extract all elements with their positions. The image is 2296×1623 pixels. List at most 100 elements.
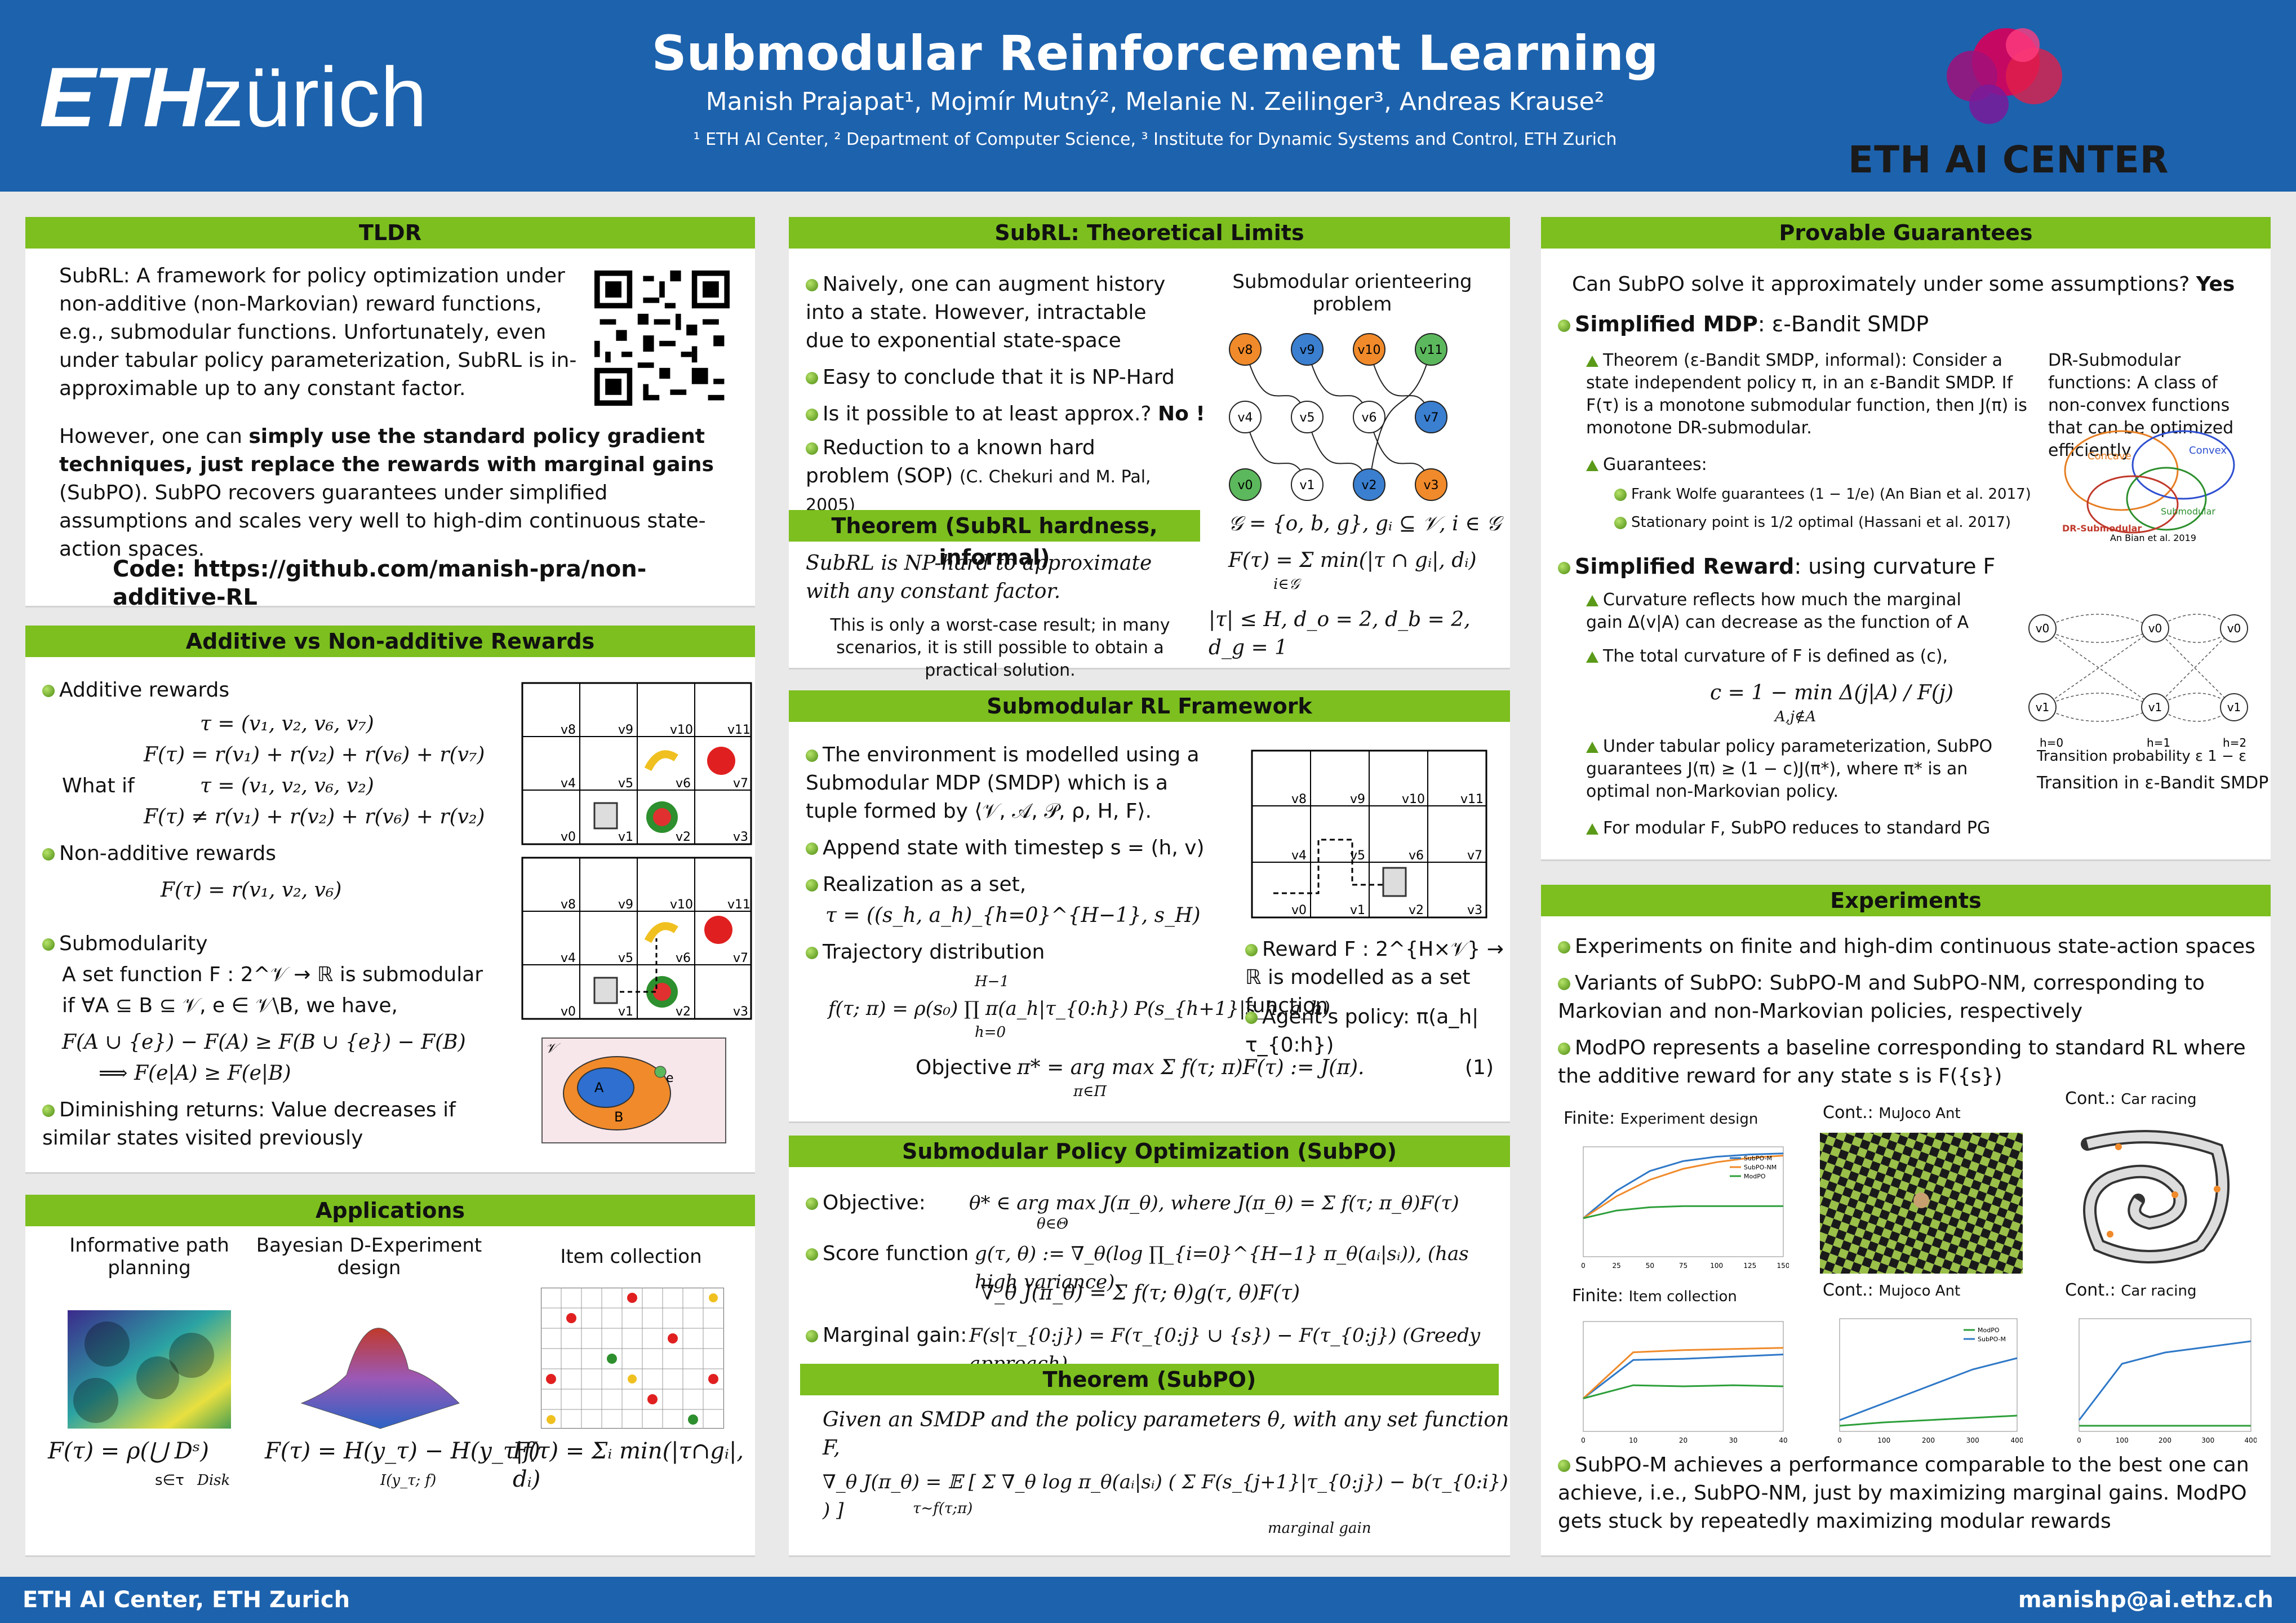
svg-text:v11: v11 [727, 898, 750, 912]
series-line-ModPO [1583, 1205, 1783, 1220]
svg-text:v9: v9 [1299, 343, 1314, 357]
legend-label: ModPO [1978, 1327, 2000, 1334]
app-caption-path-planning: Informative path planning [69, 1234, 229, 1279]
simplified-mdp-heading: Simplified MDP: ε-Bandit SMDP [1558, 310, 1929, 338]
author-list: Manish Prajapat¹, Mojmír Mutný², Melanie… [705, 87, 1605, 116]
additive-eq-1: τ = (v₁, v₂, v₆, v₇) [200, 712, 374, 735]
sop-groups-eq: 𝒢 = {o, b, g}, gᵢ ⊆ 𝒱, i ∈ 𝒢 [1228, 512, 1501, 535]
footer-bar: ETH AI Center, ETH Zurich manishp@ai.eth… [0, 1577, 2296, 1623]
svg-text:B: B [614, 1109, 623, 1125]
car-racing-track [2065, 1121, 2245, 1274]
framework-bullet-3: Realization as a set, [806, 871, 1026, 899]
svg-text:v10: v10 [670, 723, 693, 737]
svg-text:v6: v6 [676, 951, 691, 965]
objective-sub: π∈Π [1073, 1083, 1107, 1100]
x-tick-label: 0 [1581, 1262, 1586, 1270]
x-tick-label: 100 [2116, 1436, 2129, 1444]
svg-text:v1: v1 [618, 1005, 633, 1019]
x-tick-label: 10 [1629, 1436, 1637, 1444]
framework-heading: Submodular RL Framework [789, 690, 1510, 722]
x-tick-label: 0 [2077, 1436, 2081, 1444]
svg-text:v11: v11 [727, 723, 750, 737]
limits-bullet-3: Is it possible to at least approx.? No ! [806, 400, 1205, 428]
limits-bullet-2: Easy to conclude that it is NP-Hard [806, 363, 1175, 392]
additive-panel: Additive vs Non-additive Rewards Additiv… [25, 626, 755, 1174]
x-tick-label: 30 [1729, 1436, 1738, 1444]
eth-ai-center-wordmark: ETH AI CENTER [1848, 138, 2169, 181]
experiments-heading: Experiments [1541, 885, 2271, 916]
x-tick-label: 400 [2011, 1436, 2023, 1444]
app-formula-2: F(τ) = H(y_τ) − H(y_τ|f) [265, 1438, 540, 1464]
additive-eq-2: F(τ) = r(v₁) + r(v₂) + r(v₆) + r(v₇) [144, 743, 485, 766]
series-line-ModPO [1839, 1414, 2018, 1427]
svg-text:v7: v7 [1467, 849, 1482, 863]
curvature-bullet-4: For modular F, SubPO reduces to standard… [1586, 817, 1990, 840]
curvature-eq: c = 1 − min Δ(j|A) / F(j) [1710, 681, 1954, 704]
subpo-theorem-body: Given an SMDP and the policy parameters … [823, 1408, 1509, 1460]
x-tick-label: 25 [1613, 1262, 1621, 1270]
series-line-SubPO-M [2078, 1340, 2251, 1421]
eth-zurich-logo: ETHzürich [39, 50, 428, 144]
footer-email[interactable]: manishp@ai.ethz.ch [2018, 1587, 2273, 1613]
trajectory-prod-upper: H−1 [975, 973, 1010, 990]
sop-constraint-eq: |τ| ≤ H, d_o = 2, d_b = 2, d_g = 1 [1209, 608, 1471, 659]
app-caption-experiment-design: Bayesian D-Experiment design [256, 1234, 482, 1279]
svg-text:v3: v3 [733, 830, 748, 844]
frank-wolfe-guarantee: Frank Wolfe guarantees (1 − 1/e) (An Bia… [1614, 485, 2031, 504]
svg-text:v7: v7 [733, 777, 748, 791]
legend-label: SubPO-M [1978, 1336, 2006, 1343]
series-line-SubPO-M [1839, 1357, 2018, 1421]
subpo-heading: Submodular Policy Optimization (SubPO) [789, 1136, 1510, 1167]
diminishing-returns-bullet: Diminishing returns: Value decreases if … [42, 1096, 482, 1152]
poster-title: Submodular Reinforcement Learning [651, 25, 1659, 82]
reward-bullet: Reward F : 2^{H×𝒱} → ℝ is modelled as a … [1245, 935, 1504, 1020]
svg-text:v7: v7 [1423, 411, 1438, 425]
additive-eq-4: F(τ) ≠ r(v₁) + r(v₂) + r(v₆) + r(v₂) [144, 805, 485, 828]
app-formula-1-sub: s∈τ [155, 1472, 184, 1489]
svg-text:v8: v8 [1237, 343, 1253, 357]
app-formula-1: F(τ) = ρ(⋃ Dˢ) [48, 1438, 209, 1464]
item-collection-grid [541, 1288, 724, 1429]
svg-text:v9: v9 [618, 898, 633, 912]
plot-area [1583, 1321, 1784, 1432]
svg-text:v1: v1 [2148, 700, 2162, 714]
x-tick-label: 75 [1679, 1262, 1687, 1270]
plot-label-4: Finite: Item collection [1572, 1286, 1737, 1306]
applications-panel: Applications Informative path planning B… [25, 1195, 755, 1557]
score-function-eq: g(τ, θ) := ∇_θ(log ∏_{i=0}^{H−1} π_θ(aᵢ|… [975, 1243, 1469, 1293]
plot-area [1839, 1318, 2018, 1432]
plot-label-5: Cont.: Mujoco Ant [1823, 1280, 1961, 1300]
curvature-bullet-3: Under tabular policy parameterization, S… [1586, 735, 2009, 803]
hardness-note: This is only a worst-case result; in man… [830, 615, 1170, 680]
code-link[interactable]: Code: https://github.com/manish-pra/non-… [113, 556, 647, 610]
dr-submodular-note: DR-Submodular functions: A class of non-… [2048, 351, 2234, 460]
submodular-ineq: F(A ∪ {e}) − F(A) ≥ F(B ∪ {e}) − F(B) [62, 1031, 466, 1054]
svg-text:v7: v7 [733, 951, 748, 965]
marginal-gain-underbrace: marginal gain [1268, 1520, 1371, 1537]
marginal-gain-label: Marginal gain: [806, 1322, 967, 1350]
limits-panel: SubRL: Theoretical Limits Naively, one c… [789, 217, 1510, 680]
hardness-theorem-heading: Theorem (SubRL hardness, informal) [789, 510, 1200, 570]
svg-text:v5: v5 [618, 951, 633, 965]
svg-text:A: A [594, 1080, 604, 1096]
svg-text:v5: v5 [1299, 411, 1314, 425]
svg-text:v8: v8 [561, 898, 576, 912]
transition-probability-legend: Transition probability ε 1 − ε [2037, 748, 2247, 765]
svg-text:v0: v0 [2036, 622, 2050, 635]
x-tick-label: 40 [1779, 1436, 1787, 1444]
plot-label-6: Cont.: Car racing [2065, 1280, 2197, 1300]
svg-text:v1: v1 [618, 830, 633, 844]
svg-text:An Bian et al. 2019: An Bian et al. 2019 [2110, 533, 2196, 543]
nonadditive-bullet: Non-additive rewards [42, 840, 276, 868]
what-if-label: What if [62, 774, 135, 797]
svg-text:v1: v1 [1350, 903, 1365, 917]
objective-label: Objective [916, 1056, 1012, 1079]
policy-bullet: Agent's policy: π(a_h|τ_{0:h}) [1245, 1003, 1504, 1059]
